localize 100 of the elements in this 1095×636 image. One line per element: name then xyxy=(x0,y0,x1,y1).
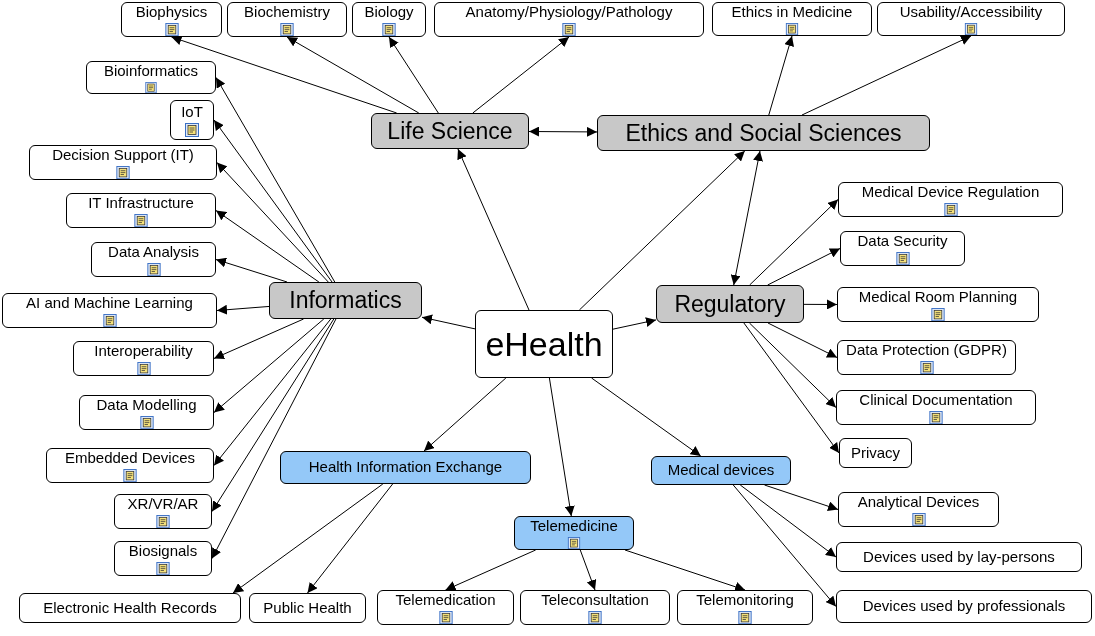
arrow xyxy=(286,36,420,114)
arrow xyxy=(732,484,837,607)
arrow xyxy=(213,318,305,360)
arrow xyxy=(730,150,763,286)
concept-label: Telemonitoring xyxy=(696,591,794,610)
arrow xyxy=(213,318,325,413)
arrow xyxy=(232,483,384,594)
arrow xyxy=(213,119,333,283)
concept-label: IT Infrastructure xyxy=(88,194,194,213)
arrow xyxy=(211,318,337,559)
concept-label: Clinical Documentation xyxy=(859,391,1013,410)
concept-box xyxy=(836,590,1092,623)
concept-label: Teleconsultation xyxy=(541,591,649,610)
concept-label: Medical devices xyxy=(667,461,775,480)
arrow xyxy=(215,77,336,283)
concept-box xyxy=(79,395,214,430)
concept-label: Ethics in Medicine xyxy=(731,3,853,22)
arrow xyxy=(215,210,320,283)
arrow xyxy=(445,549,537,591)
concept-box xyxy=(520,590,670,625)
concept-label: Bioinformatics xyxy=(103,62,199,81)
concept-label: eHealth xyxy=(485,323,603,365)
concept-box xyxy=(838,492,999,527)
concept-label: Usability/Accessibility xyxy=(899,3,1043,22)
concept-label: Devices used by professionals xyxy=(862,597,1066,616)
concept-box xyxy=(249,593,366,623)
concept-label: Biosignals xyxy=(128,542,198,561)
arrow xyxy=(421,314,476,330)
arrow xyxy=(591,377,702,457)
arrow xyxy=(216,304,270,315)
arrow xyxy=(743,322,840,454)
concept-box xyxy=(434,2,704,37)
concept-label: AI and Machine Learning xyxy=(26,294,193,313)
arrow xyxy=(612,317,657,330)
concept-label: IoT xyxy=(181,103,203,122)
arrow xyxy=(528,126,598,137)
concept-box xyxy=(19,593,241,623)
concept-label: Privacy xyxy=(850,443,901,463)
concept-label: Biochemistry xyxy=(244,3,330,22)
arrow xyxy=(578,150,746,311)
concept-box xyxy=(840,231,965,266)
concept-box xyxy=(66,193,216,228)
concept-box xyxy=(29,145,217,180)
concept-box xyxy=(377,590,514,625)
concept-label: Public Health xyxy=(263,598,352,618)
concept-box xyxy=(170,100,214,140)
arrow xyxy=(548,377,575,517)
concept-label: Anatomy/Physiology/Pathology xyxy=(465,3,673,22)
concept-box xyxy=(73,341,214,376)
concept-label: Data Protection (GDPR) xyxy=(846,341,1007,360)
concept-box xyxy=(838,182,1063,217)
concept-label: Interoperability xyxy=(94,342,193,361)
arrow xyxy=(388,36,439,114)
concept-label: Biophysics xyxy=(135,3,208,22)
concept-label: Data Modelling xyxy=(96,396,197,415)
arrow xyxy=(472,36,570,114)
category-box xyxy=(269,282,422,319)
arrow xyxy=(803,299,838,310)
concept-label: Telemedicine xyxy=(530,517,618,536)
concept-label: Embedded Devices xyxy=(64,449,196,468)
concept-box xyxy=(677,590,813,625)
category-box xyxy=(371,113,529,149)
concept-box xyxy=(114,541,212,576)
arrow xyxy=(216,162,329,283)
concept-box xyxy=(121,2,222,37)
topic-box xyxy=(514,516,634,550)
concept-label: Data Analysis xyxy=(108,243,199,262)
concept-label: Regulatory xyxy=(674,289,786,319)
concept-label: Ethics and Social Sciences xyxy=(625,118,902,148)
topic-box xyxy=(280,451,531,484)
concept-label: Data Security xyxy=(857,232,948,251)
concept-box xyxy=(114,494,212,529)
concept-label: Decision Support (IT) xyxy=(52,146,194,165)
arrow xyxy=(624,549,746,592)
concept-box xyxy=(86,61,216,94)
concept-box xyxy=(836,390,1036,425)
arrow xyxy=(457,148,530,311)
arrow xyxy=(739,484,837,558)
arrow xyxy=(307,483,394,594)
concept-box xyxy=(352,2,426,37)
category-box xyxy=(597,115,930,151)
arrow xyxy=(801,35,972,116)
concept-label: Telemedication xyxy=(395,591,496,610)
concept-box xyxy=(837,340,1016,375)
concept-label: Medical Device Regulation xyxy=(861,183,1040,202)
concept-label: Biology xyxy=(364,3,414,22)
category-box xyxy=(656,285,804,323)
arrow xyxy=(767,248,841,286)
concept-label: XR/VR/AR xyxy=(127,495,199,514)
arrow xyxy=(748,322,837,408)
concept-box xyxy=(836,542,1082,572)
arrow xyxy=(749,199,839,286)
arrow xyxy=(171,35,398,114)
concept-box xyxy=(46,448,214,483)
concept-box xyxy=(839,438,912,468)
arrow xyxy=(768,35,794,116)
arrow xyxy=(579,549,597,591)
arrow xyxy=(215,257,288,283)
concept-box xyxy=(877,2,1065,36)
concept-label: Life Science xyxy=(387,116,513,146)
